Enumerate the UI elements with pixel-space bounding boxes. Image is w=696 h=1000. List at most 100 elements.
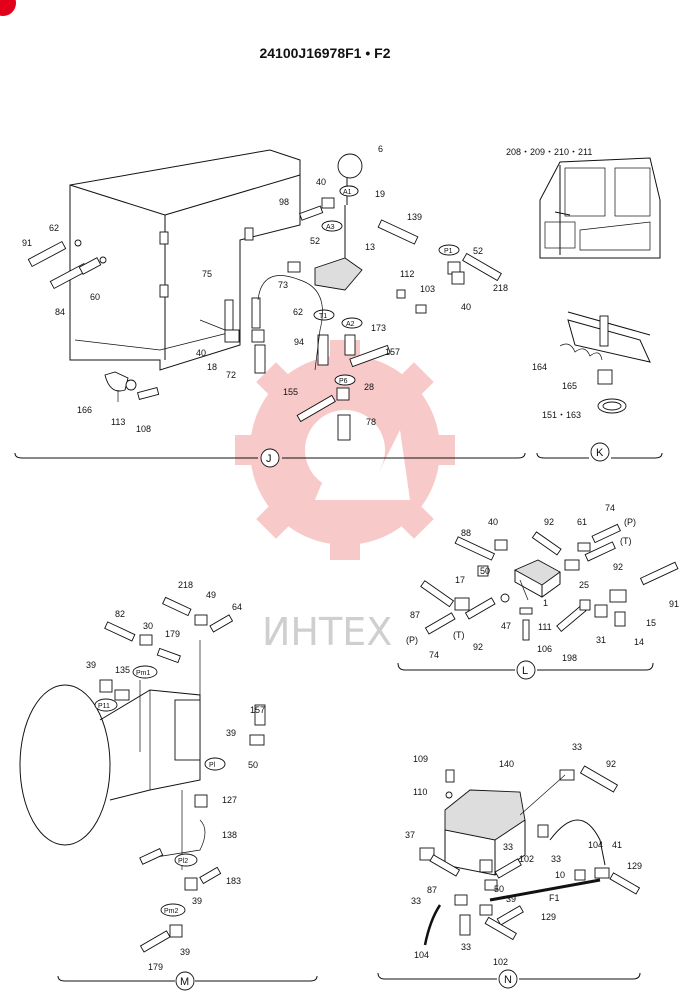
part-label: 157 (250, 705, 265, 715)
part-label: 183 (226, 876, 241, 886)
part-label: 25 (579, 580, 589, 590)
part-label: 138 (222, 830, 237, 840)
part-label: 74 (605, 503, 615, 513)
section-m: 218 49 64 82 30 179 39 135 Pm1 P11 157 3… (19, 580, 318, 991)
part-label: 60 (90, 292, 100, 302)
part-label: 19 (375, 189, 385, 199)
part-label: A2 (346, 321, 355, 328)
part-label: 87 (410, 610, 420, 620)
watermark-text: ИНТЕХ (262, 610, 392, 654)
part-label: 91 (669, 599, 679, 609)
part-label: 127 (222, 795, 237, 805)
part-label: 82 (115, 609, 125, 619)
part-label: 6 (378, 144, 383, 154)
part-label: 39 (226, 728, 236, 738)
part-label: 104 (588, 840, 603, 850)
section-n: 109 110 140 33 92 37 33 104 41 10 129 87… (377, 742, 642, 989)
part-label: 106 (537, 644, 552, 654)
section-j: 6 40 19 98 A1 52 A3 139 62 91 13 P1 52 6… (14, 144, 526, 468)
part-label: 129 (541, 912, 556, 922)
section-l: 88 40 92 61 74 (P) (T) 50 25 92 91 17 87… (397, 503, 679, 680)
section-label-j: J (266, 453, 272, 465)
part-label: 10 (555, 870, 565, 880)
part-label: 74 (429, 650, 439, 660)
part-label: 92 (544, 517, 554, 527)
part-label: 218 (178, 580, 193, 590)
part-label: 208・209・210・211 (506, 147, 592, 157)
part-label: 33 (461, 942, 471, 952)
part-label: 13 (365, 242, 375, 252)
part-label: 165 (562, 381, 577, 391)
part-label: 98 (279, 197, 289, 207)
corner-badge (0, 0, 16, 16)
part-label: (P) (406, 635, 418, 645)
part-label: 92 (473, 642, 483, 652)
part-label: 64 (232, 602, 242, 612)
section-label-l: L (522, 665, 528, 677)
part-label: 50 (494, 884, 504, 894)
part-label: 40 (488, 517, 498, 527)
part-label: 140 (499, 759, 514, 769)
part-label: P11 (98, 703, 110, 710)
part-label: 62 (49, 223, 59, 233)
part-label: 218 (493, 283, 508, 293)
part-label: 111 (538, 622, 552, 632)
part-label: 103 (420, 284, 435, 294)
part-label: 15 (646, 618, 656, 628)
part-label: 40 (196, 348, 206, 358)
part-label: (T) (620, 536, 632, 546)
part-label: 109 (413, 754, 428, 764)
part-label: 61 (577, 517, 587, 527)
part-label: 33 (551, 854, 561, 864)
page-title: 24100J16978F1 • F2 (259, 45, 390, 61)
section-label-k: K (596, 447, 604, 459)
part-label: (T) (453, 630, 465, 640)
part-label: 49 (206, 590, 216, 600)
part-label: (P) (624, 517, 636, 527)
part-label: 40 (316, 177, 326, 187)
part-label: 166 (77, 405, 92, 415)
part-label: 73 (278, 280, 288, 290)
part-label: 1 (543, 598, 548, 608)
part-label: 28 (364, 382, 374, 392)
part-label: 129 (627, 861, 642, 871)
section-label-n: N (504, 974, 512, 986)
part-label: 88 (461, 528, 471, 538)
part-label: Pl2 (178, 858, 188, 865)
part-label: A1 (343, 189, 352, 196)
part-label: 72 (226, 370, 236, 380)
part-label: 33 (411, 896, 421, 906)
part-label: 110 (413, 787, 427, 797)
part-label: 164 (532, 362, 547, 372)
part-label: 50 (480, 566, 490, 576)
part-label: 33 (572, 742, 582, 752)
part-label: 14 (634, 637, 644, 647)
part-label: 179 (148, 962, 163, 972)
part-label: 33 (503, 842, 513, 852)
part-label: 151・163 (542, 410, 581, 420)
part-label: 157 (385, 347, 400, 357)
part-label: 31 (596, 635, 606, 645)
part-label: 37 (405, 830, 415, 840)
part-label: T1 (319, 313, 327, 320)
part-label: 112 (400, 269, 414, 279)
part-label: 179 (165, 629, 180, 639)
part-label: 40 (461, 302, 471, 312)
part-label: 52 (473, 246, 483, 256)
part-label: 92 (606, 759, 616, 769)
part-label: 173 (371, 323, 386, 333)
part-label: 108 (136, 424, 151, 434)
section-k: 208・209・210・211 164 165 151・163 K (506, 147, 663, 462)
part-label: 94 (294, 337, 304, 347)
part-label: 39 (86, 660, 96, 670)
part-label: 39 (180, 947, 190, 957)
part-label: Pm2 (164, 908, 179, 915)
part-label: 92 (613, 562, 623, 572)
part-label: 39 (506, 894, 516, 904)
section-label-m: M (180, 976, 189, 988)
part-label: A3 (326, 224, 335, 231)
part-label: F1 (549, 893, 560, 903)
part-label: Pl (209, 762, 216, 769)
part-label: Pm1 (136, 670, 151, 677)
